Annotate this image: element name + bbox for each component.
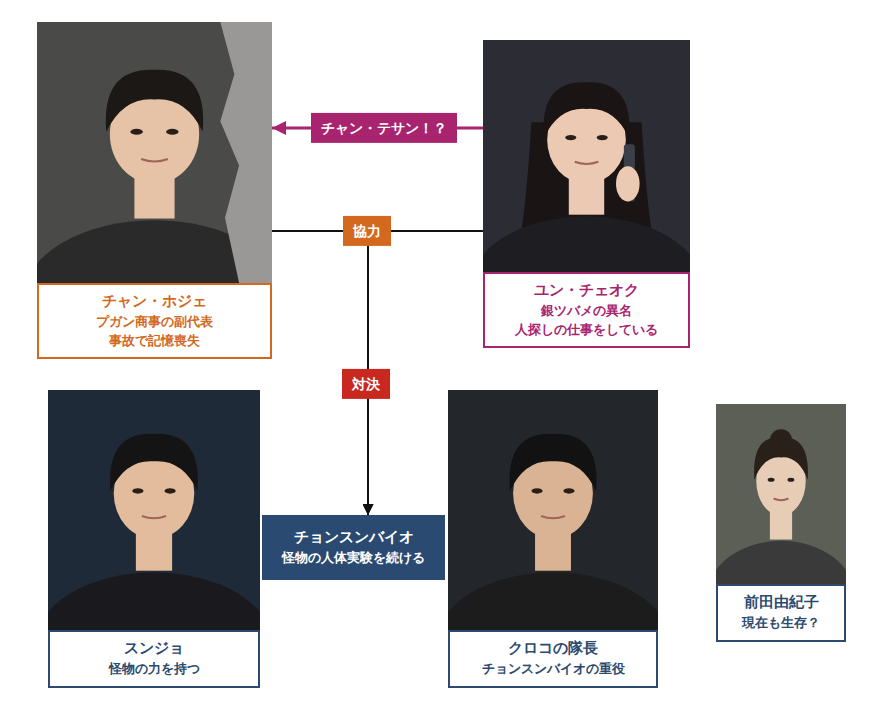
node-title: 前田由紀子 xyxy=(724,592,838,614)
eye xyxy=(787,478,794,482)
edge-label: 対決 xyxy=(342,369,390,399)
group-band: チョンスンバイオ怪物の人体実験を続ける xyxy=(262,515,445,580)
node-note: 事故で記憶喪失 xyxy=(45,332,264,351)
portrait-illustration xyxy=(483,40,690,272)
node-title: チョンスンバイオ xyxy=(268,527,439,549)
node-note: 銀ツバメの異名 xyxy=(491,302,682,321)
node-title: スンジョ xyxy=(56,638,252,660)
edge-label: 協力 xyxy=(343,216,391,246)
node-note: 人探しの仕事をしている xyxy=(491,321,682,340)
eye xyxy=(164,488,175,493)
mouth xyxy=(142,516,166,518)
node-title: クロコの隊長 xyxy=(456,638,650,660)
caption-box: 前田由紀子現在も生存？ xyxy=(716,584,846,642)
mouth xyxy=(141,159,168,161)
eye xyxy=(565,135,576,140)
stone-half xyxy=(220,22,272,283)
caption-box: チャン・ホジェプガン商事の副代表事故で記憶喪失 xyxy=(37,283,272,359)
eye xyxy=(130,129,143,135)
hair xyxy=(509,434,596,491)
hair xyxy=(106,70,203,132)
mouth xyxy=(774,499,789,501)
eye xyxy=(132,488,143,493)
caption-box: スンジョ怪物の力を持つ xyxy=(48,630,260,688)
node-note: プガン商事の副代表 xyxy=(45,313,264,332)
edge-label: チャン・テサン！？ xyxy=(311,113,457,143)
eye xyxy=(597,135,608,140)
portrait-illustration xyxy=(716,404,846,584)
band-fill: チョンスンバイオ怪物の人体実験を続ける xyxy=(262,515,445,580)
portrait-illustration xyxy=(48,390,260,630)
hair xyxy=(110,434,198,491)
node-note: 怪物の人体実験を続ける xyxy=(268,549,439,568)
portrait-illustration xyxy=(37,22,272,283)
hand xyxy=(616,166,640,201)
character-card: スンジョ怪物の力を持つ xyxy=(48,390,260,688)
eye xyxy=(531,488,542,493)
eye xyxy=(768,478,775,482)
hair-bun xyxy=(770,429,792,451)
node-note: チョンスンバイオの重役 xyxy=(456,660,650,679)
hair xyxy=(544,82,630,137)
caption-box: ユン・チェオク銀ツバメの異名人探しの仕事をしている xyxy=(483,272,690,348)
eye xyxy=(563,488,574,493)
shoulders xyxy=(48,572,260,630)
node-title: ユン・チェオク xyxy=(491,280,682,302)
shoulders xyxy=(483,216,690,272)
shoulders xyxy=(448,572,658,630)
mouth xyxy=(575,162,599,164)
node-note: 現在も生存？ xyxy=(724,614,838,633)
character-card: クロコの隊長チョンスンバイオの重役 xyxy=(448,390,658,688)
character-card: ユン・チェオク銀ツバメの異名人探しの仕事をしている xyxy=(483,40,690,348)
character-card: 前田由紀子現在も生存？ xyxy=(716,404,846,642)
portrait-illustration xyxy=(448,390,658,630)
shoulders xyxy=(716,541,846,584)
mouth xyxy=(541,516,565,518)
node-title: チャン・ホジェ xyxy=(45,291,264,313)
caption-box: クロコの隊長チョンスンバイオの重役 xyxy=(448,630,658,688)
eye xyxy=(166,129,179,135)
node-note: 怪物の力を持つ xyxy=(56,660,252,679)
character-card: チャン・ホジェプガン商事の副代表事故で記憶喪失 xyxy=(37,22,272,359)
